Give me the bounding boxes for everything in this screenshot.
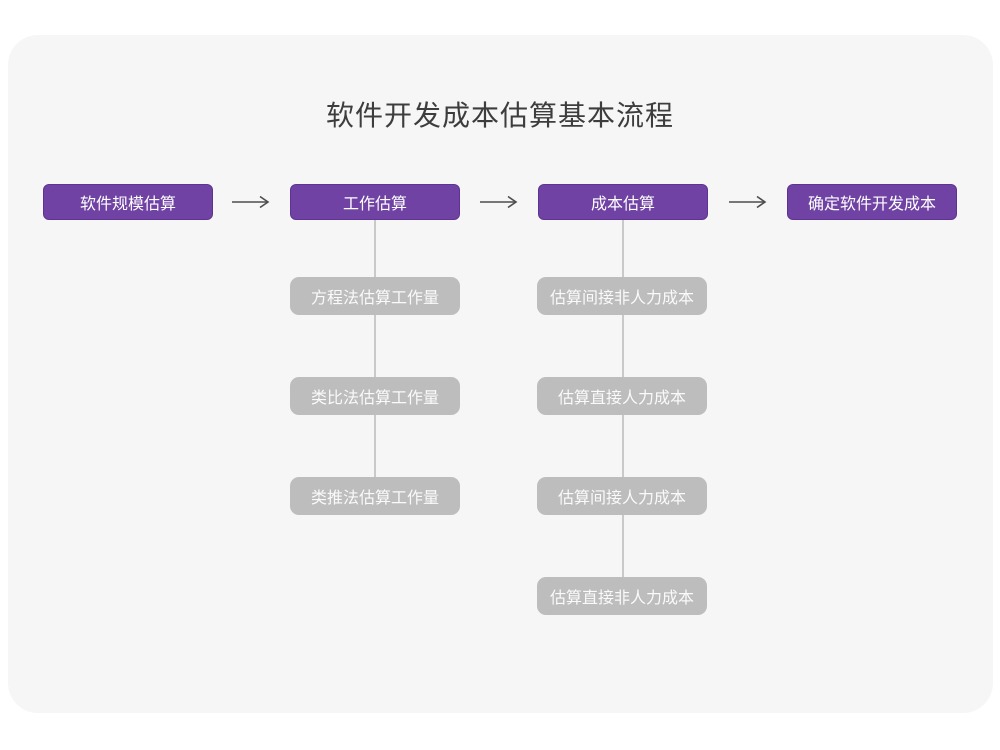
subnode-equation-method-workload[interactable]: 方程法估算工作量: [290, 277, 460, 315]
subnode-extrapolation-method-workload[interactable]: 类推法估算工作量: [290, 477, 460, 515]
diagram-card: [8, 35, 993, 713]
right-arrow-icon: [728, 195, 768, 209]
subnode-indirect-labor-cost[interactable]: 估算间接人力成本: [537, 477, 707, 515]
subnode-direct-nonlabor-cost[interactable]: 估算直接非人力成本: [537, 577, 707, 615]
subnode-analogy-method-workload[interactable]: 类比法估算工作量: [290, 377, 460, 415]
stage-node-determine-development-cost[interactable]: 确定软件开发成本: [787, 184, 957, 220]
stage-node-label: 软件规模估算: [79, 196, 176, 213]
right-arrow-icon: [231, 195, 271, 209]
subnode-indirect-nonlabor-cost[interactable]: 估算间接非人力成本: [537, 277, 707, 315]
stage-node-label: 成本估算: [590, 196, 655, 213]
subnode-label: 类比法估算工作量: [310, 390, 439, 407]
stage-node-label: 工作估算: [342, 196, 407, 213]
diagram-title: 软件开发成本估算基本流程: [325, 100, 674, 131]
subnode-label: 估算间接人力成本: [557, 490, 686, 507]
subnode-label: 估算直接人力成本: [557, 390, 686, 407]
stage-node-label: 确定软件开发成本: [807, 196, 936, 213]
subnode-label: 估算直接非人力成本: [549, 590, 694, 607]
stage-node-work-estimation[interactable]: 工作估算: [290, 184, 460, 220]
stage-node-software-scale-estimation[interactable]: 软件规模估算: [43, 184, 213, 220]
connector-line-work-estimation: [374, 220, 376, 496]
subnode-label: 估算间接非人力成本: [549, 290, 694, 307]
right-arrow-icon: [479, 195, 519, 209]
subnode-direct-labor-cost[interactable]: 估算直接人力成本: [537, 377, 707, 415]
subnode-label: 方程法估算工作量: [310, 290, 439, 307]
subnode-label: 类推法估算工作量: [310, 490, 439, 507]
stage-node-cost-estimation[interactable]: 成本估算: [538, 184, 708, 220]
